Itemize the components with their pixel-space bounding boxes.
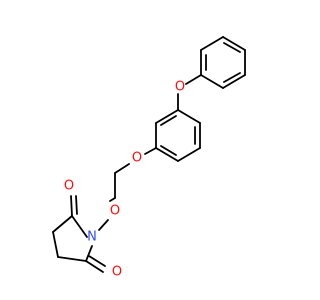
succinimide-ring xyxy=(52,195,106,273)
atom-o-carbonyl-bottom: O xyxy=(112,265,122,280)
atom-label-o: O xyxy=(110,204,120,219)
bond-ring-o xyxy=(144,147,157,155)
atom-label-o: O xyxy=(132,151,142,166)
atom-label-o: O xyxy=(64,179,74,194)
bond-o-ch2 xyxy=(114,163,130,174)
atom-n-imide: N xyxy=(87,230,97,245)
bond-phenyl-o xyxy=(185,74,202,85)
atom-o-phenoxy: O xyxy=(175,80,185,95)
bond-ch2-o xyxy=(109,197,116,202)
atom-o-ether: O xyxy=(132,151,142,166)
structure-canvas: O O O N O O xyxy=(52,36,246,280)
atom-o-noxy: O xyxy=(110,204,120,219)
atom-label-o: O xyxy=(175,80,185,95)
bond-o-n xyxy=(98,219,109,231)
molecule-drawing: O O O N O O xyxy=(52,36,246,280)
atom-label-n: N xyxy=(87,230,97,245)
atom-label-o: O xyxy=(112,265,122,280)
atom-o-carbonyl-top: O xyxy=(64,179,74,194)
benzene-ring xyxy=(155,109,201,162)
phenyl-ring xyxy=(200,36,246,89)
